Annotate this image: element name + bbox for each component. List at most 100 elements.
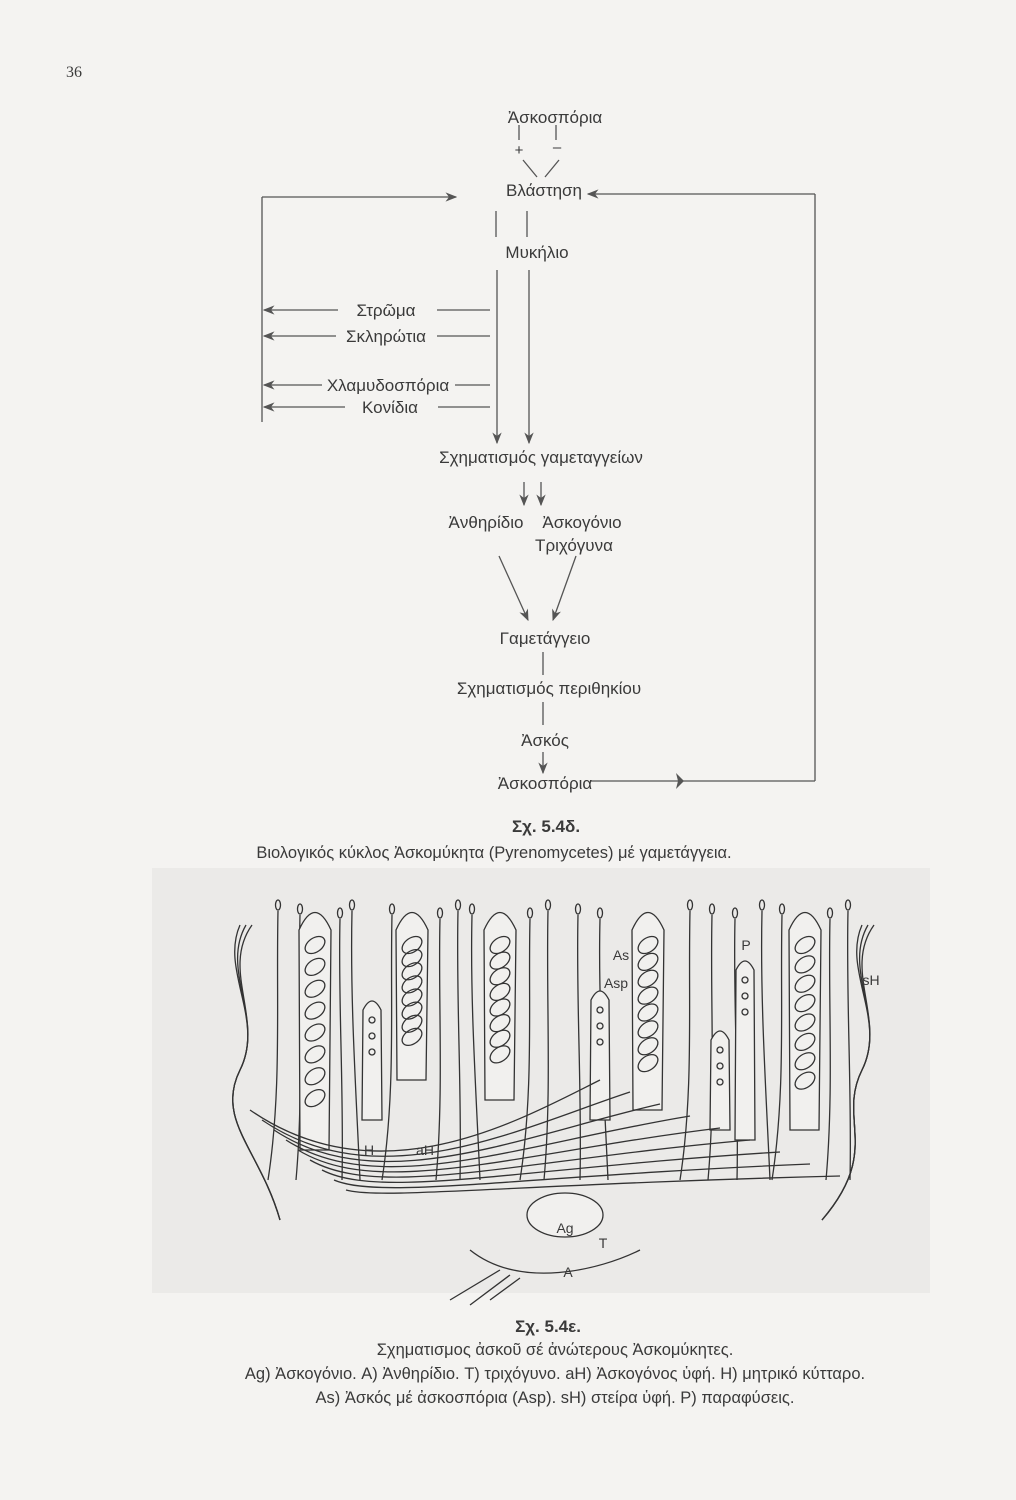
plus-sign: + bbox=[514, 142, 524, 159]
left-return-loop bbox=[261, 192, 458, 422]
ascospore bbox=[637, 1003, 659, 1022]
paraphysis-tip bbox=[388, 903, 396, 915]
nucleus bbox=[368, 1016, 376, 1024]
ascogonium bbox=[526, 1192, 604, 1238]
sterile-hypha bbox=[821, 924, 875, 1221]
nucleus bbox=[716, 1062, 724, 1070]
ascospore bbox=[637, 1053, 659, 1073]
paraphysis-tip bbox=[274, 899, 282, 911]
trichogyne-label: Τριχόγυνα bbox=[535, 536, 613, 555]
sclerotia-label: Σκληρώτια bbox=[346, 327, 426, 346]
ascospore bbox=[401, 1027, 423, 1047]
mycelium-label: Μυκήλιο bbox=[505, 243, 569, 262]
ascospore bbox=[637, 986, 659, 1005]
paraphysis-tip bbox=[296, 903, 304, 915]
ascospore bbox=[304, 1023, 326, 1042]
ascospore bbox=[304, 935, 326, 955]
young-ascus bbox=[361, 1000, 383, 1121]
paraphysis-tip bbox=[348, 899, 356, 911]
ascospore bbox=[794, 1052, 816, 1071]
label-asp: Asp bbox=[603, 975, 629, 991]
conidia-label: Κονίδια bbox=[362, 398, 418, 417]
label-h: H bbox=[363, 1142, 375, 1158]
ascospore bbox=[401, 1014, 423, 1033]
ascospore bbox=[794, 935, 816, 955]
label-ag: Ag bbox=[556, 1220, 574, 1236]
paraphysis bbox=[267, 910, 279, 1181]
nucleus bbox=[716, 1078, 724, 1086]
ascospore bbox=[304, 1001, 326, 1020]
paraphysis-tip bbox=[574, 903, 582, 915]
paraphysis-tip bbox=[454, 899, 462, 911]
figure-2-caption-line-3: As) Ἀσκός μέ ἀσκοσπόρια (Asp). sH) στείρ… bbox=[315, 1389, 795, 1407]
paraphysis bbox=[576, 914, 582, 1181]
chlamydospores-label: Χλαμυδοσπόρια bbox=[326, 376, 450, 395]
gametangia-formation-label: Σχηματισμός γαμεταγγείων bbox=[439, 448, 643, 467]
ascospore bbox=[489, 1029, 511, 1048]
ascospore bbox=[489, 967, 511, 986]
ascospore bbox=[637, 952, 659, 972]
ascospore bbox=[401, 1001, 423, 1020]
ascospore bbox=[637, 935, 659, 955]
ascospore bbox=[489, 935, 511, 955]
paraphysis bbox=[825, 918, 831, 1181]
ascospore bbox=[489, 1045, 511, 1064]
ascospore bbox=[304, 957, 326, 977]
ascospore bbox=[637, 1020, 659, 1039]
antheridium-label: Ἀνθηρίδιο bbox=[448, 513, 524, 532]
ascospore bbox=[304, 1045, 326, 1064]
paraphysis bbox=[771, 914, 783, 1181]
page-number: 36 bbox=[66, 64, 82, 81]
label-p: P bbox=[741, 937, 751, 953]
ascospore bbox=[794, 955, 816, 974]
paraphysis bbox=[543, 910, 549, 1181]
paraphysis-tip bbox=[336, 907, 344, 919]
paraphysis bbox=[381, 914, 393, 1181]
paraphysis-tip bbox=[468, 903, 476, 915]
paraphysis-tip bbox=[708, 903, 716, 915]
germination-to-mycelium-lines bbox=[495, 211, 528, 237]
figure-2-caption-line-2: Ag) Ἀσκογόνιο. A) Ἀνθηρίδιο. T) τριχόγυν… bbox=[244, 1365, 866, 1383]
ascospore bbox=[794, 1071, 816, 1090]
paraphysis-tip bbox=[731, 907, 739, 919]
nucleus bbox=[716, 1046, 724, 1054]
nucleus bbox=[741, 1008, 749, 1016]
paraphysis-tip bbox=[544, 899, 552, 911]
ascospore bbox=[489, 1013, 511, 1033]
ascospore bbox=[637, 1037, 659, 1056]
ascus bbox=[298, 911, 332, 1151]
ascospore bbox=[401, 975, 423, 994]
paraphysis-tip bbox=[526, 907, 534, 919]
ascus bbox=[631, 911, 665, 1111]
label-sh: sH bbox=[862, 972, 880, 988]
label-ah: aH bbox=[416, 1142, 434, 1158]
ascospore bbox=[637, 969, 659, 988]
ascospore bbox=[794, 993, 816, 1013]
nucleus bbox=[596, 1006, 604, 1014]
ascospore bbox=[489, 998, 511, 1017]
paraphysis bbox=[519, 918, 531, 1181]
ascospore bbox=[304, 979, 326, 998]
young-ascus bbox=[589, 990, 611, 1121]
ascus bbox=[788, 911, 822, 1131]
paraphysis-tip bbox=[844, 899, 852, 911]
label-as: As bbox=[612, 947, 630, 963]
paraphysis-tip bbox=[436, 907, 444, 919]
gametangia-down-arrows bbox=[519, 482, 546, 507]
ascogonium-label: Ἀσκογόνιο bbox=[542, 513, 622, 532]
ascospore bbox=[401, 948, 423, 968]
paraphysis bbox=[470, 914, 481, 1181]
label-t: T bbox=[598, 1235, 608, 1251]
paraphysis-tip bbox=[596, 907, 604, 919]
spore-to-germination-lines bbox=[518, 125, 560, 178]
gametangium-label: Γαμετάγγειο bbox=[499, 629, 591, 648]
nucleus bbox=[741, 992, 749, 1000]
nucleus bbox=[368, 1032, 376, 1040]
paraphysis-tip bbox=[826, 907, 834, 919]
ascogenous-hypha bbox=[285, 1115, 691, 1168]
ascospore bbox=[304, 1067, 326, 1086]
paraphysis bbox=[679, 910, 691, 1181]
paraphysis bbox=[435, 918, 441, 1181]
ascogenous-hypha bbox=[309, 1139, 751, 1178]
